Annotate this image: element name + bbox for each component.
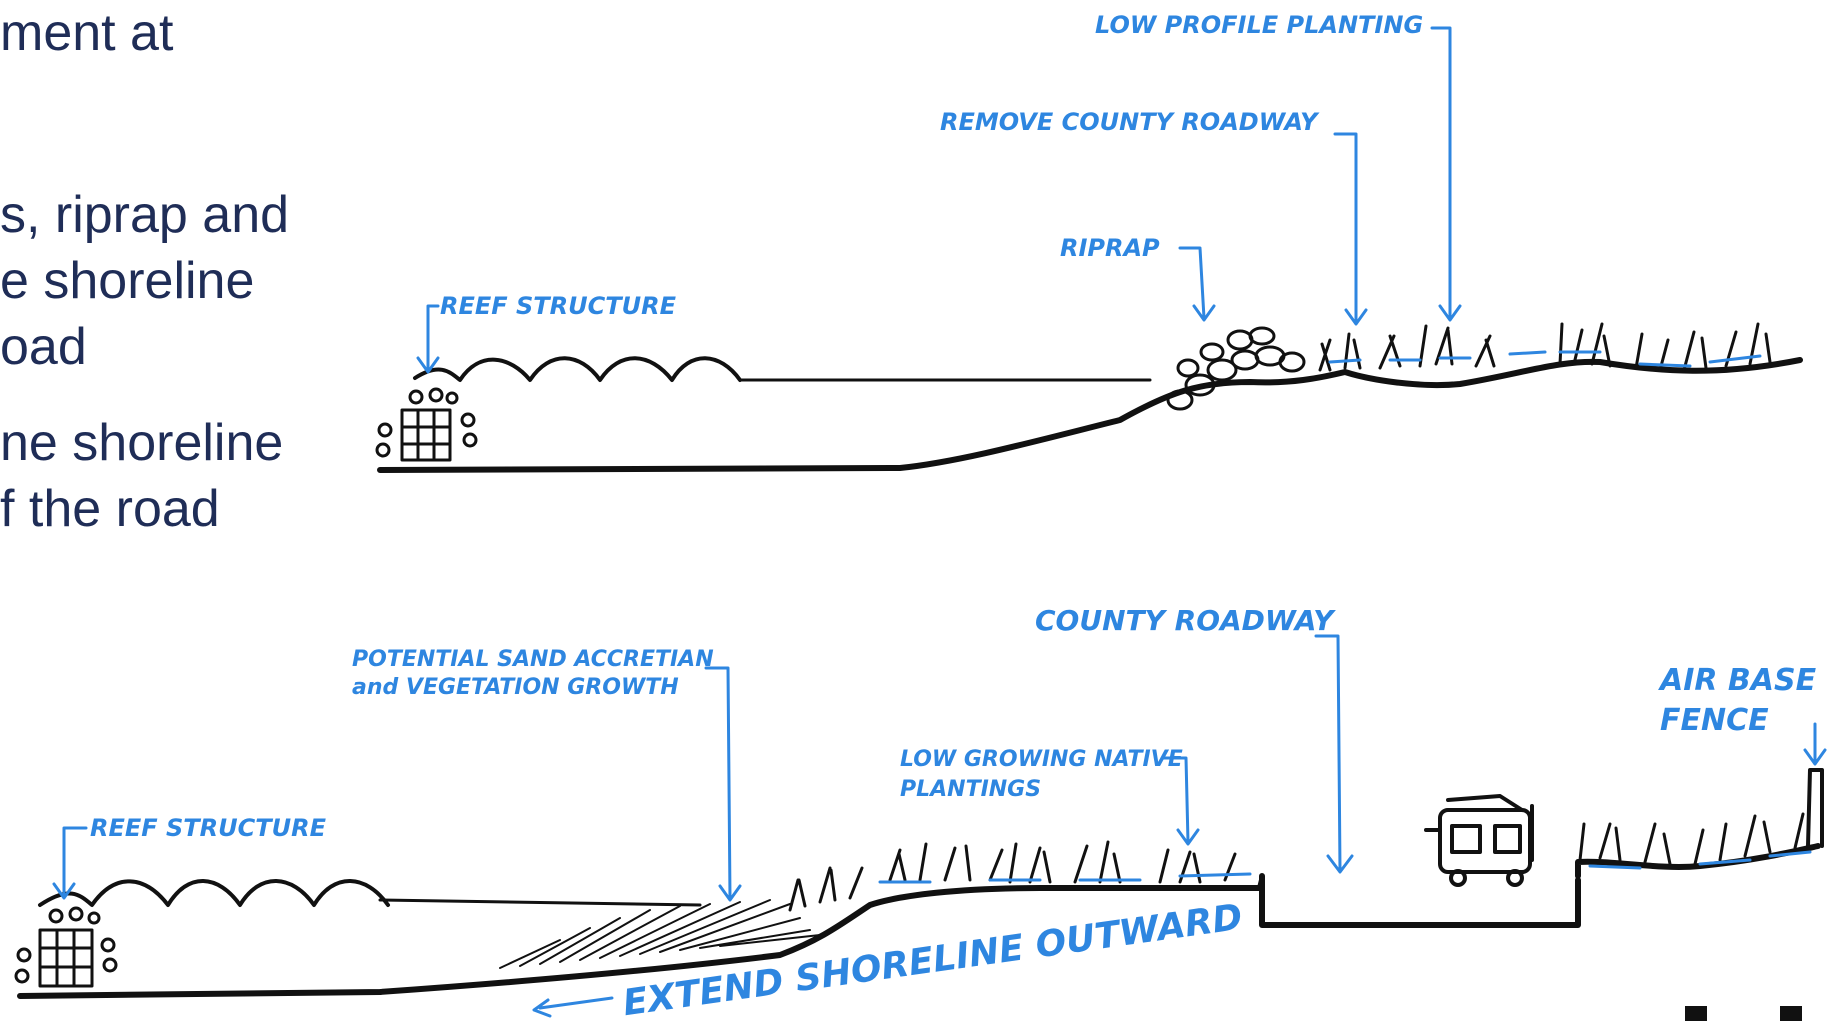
bottom-water-line [380, 900, 700, 905]
label-riprap: RIPRAP [1060, 234, 1160, 262]
fence-post [1808, 770, 1822, 846]
top-ground-line [380, 360, 1800, 470]
bottom-reef-structure-icon [16, 908, 116, 986]
bottom-grass-planting-icon [790, 814, 1803, 910]
label-remove-county-roadway: REMOVE COUNTY ROADWAY [940, 108, 1320, 136]
leader-potential-sand-accretion [706, 668, 740, 900]
label-potential-sand-accretion-2: and VEGETATION GROWTH [352, 675, 679, 700]
leader-reef-structure-bottom [54, 828, 86, 898]
top-reef-structure-icon [377, 389, 476, 460]
label-reef-structure-bottom: REEF STRUCTURE [90, 814, 327, 842]
label-potential-sand-accretion-1: POTENTIAL SAND ACCRETIAN [352, 647, 714, 672]
label-air-base-fence-2: FENCE [1660, 703, 1769, 738]
leader-remove-county-roadway [1335, 134, 1366, 324]
label-county-roadway: COUNTY ROADWAY [1035, 604, 1336, 637]
corner-mark-2 [1780, 1006, 1802, 1021]
extend-shoreline-arrow [534, 998, 612, 1016]
top-grass-planting-icon [1320, 324, 1770, 370]
leader-low-profile-planting [1432, 28, 1460, 320]
label-extend-shoreline-outward: EXTEND SHORELINE OUTWARD [620, 897, 1245, 1021]
leader-reef-structure-top [418, 306, 438, 372]
top-section: LOW PROFILE PLANTING REMOVE COUNTY ROADW… [377, 11, 1800, 470]
bottom-section: COUNTY ROADWAY POTENTIAL SAND ACCRETIAN … [16, 604, 1825, 1021]
label-air-base-fence-1: AIR BASE [1658, 663, 1817, 698]
vehicle-icon [1426, 796, 1532, 885]
bottom-waves [40, 881, 388, 905]
label-low-growing-native-2: PLANTINGS [900, 777, 1041, 802]
leader-riprap [1180, 248, 1214, 320]
label-reef-structure-top: REEF STRUCTURE [440, 292, 677, 320]
leader-air-base-fence [1805, 724, 1825, 764]
label-low-profile-planting: LOW PROFILE PLANTING [1095, 11, 1423, 39]
corner-mark [1685, 1006, 1707, 1021]
riprap-rocks-icon [1168, 328, 1304, 409]
leader-county-roadway [1316, 636, 1352, 872]
top-waves [415, 358, 740, 380]
label-low-growing-native-1: LOW GROWING NATIVE [900, 747, 1183, 772]
